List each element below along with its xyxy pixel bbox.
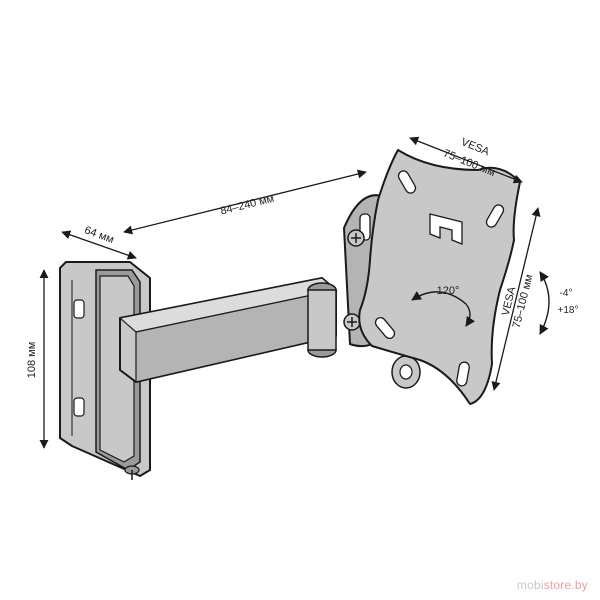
- vesa-plate: [358, 149, 521, 405]
- dimension-lines: [39, 136, 541, 449]
- vesa-side-dimension-line: [491, 207, 541, 391]
- height-label: 108 мм: [26, 342, 38, 379]
- tilt-down-label: +18°: [558, 305, 579, 316]
- swivel-joint: [307, 282, 337, 358]
- extension-label: 84–240 мм: [219, 193, 275, 218]
- tilt-arrow: [539, 271, 550, 335]
- watermark: mobistore.by: [517, 578, 588, 592]
- extension-dimension-line: [123, 169, 367, 235]
- watermark-part1: mobi: [516, 578, 544, 592]
- rotation-arrows: [411, 271, 550, 335]
- vesa-top-dimension-line: [409, 136, 523, 184]
- extension-arm: [118, 277, 338, 383]
- depth-label: 64 мм: [83, 224, 116, 246]
- swivel-arrow: [411, 291, 475, 327]
- tilt-up-label: -4°: [560, 288, 573, 299]
- swivel-angle-label: 120°: [437, 285, 460, 297]
- depth-dimension-line: [61, 230, 137, 260]
- watermark-part2: store.by: [543, 578, 588, 592]
